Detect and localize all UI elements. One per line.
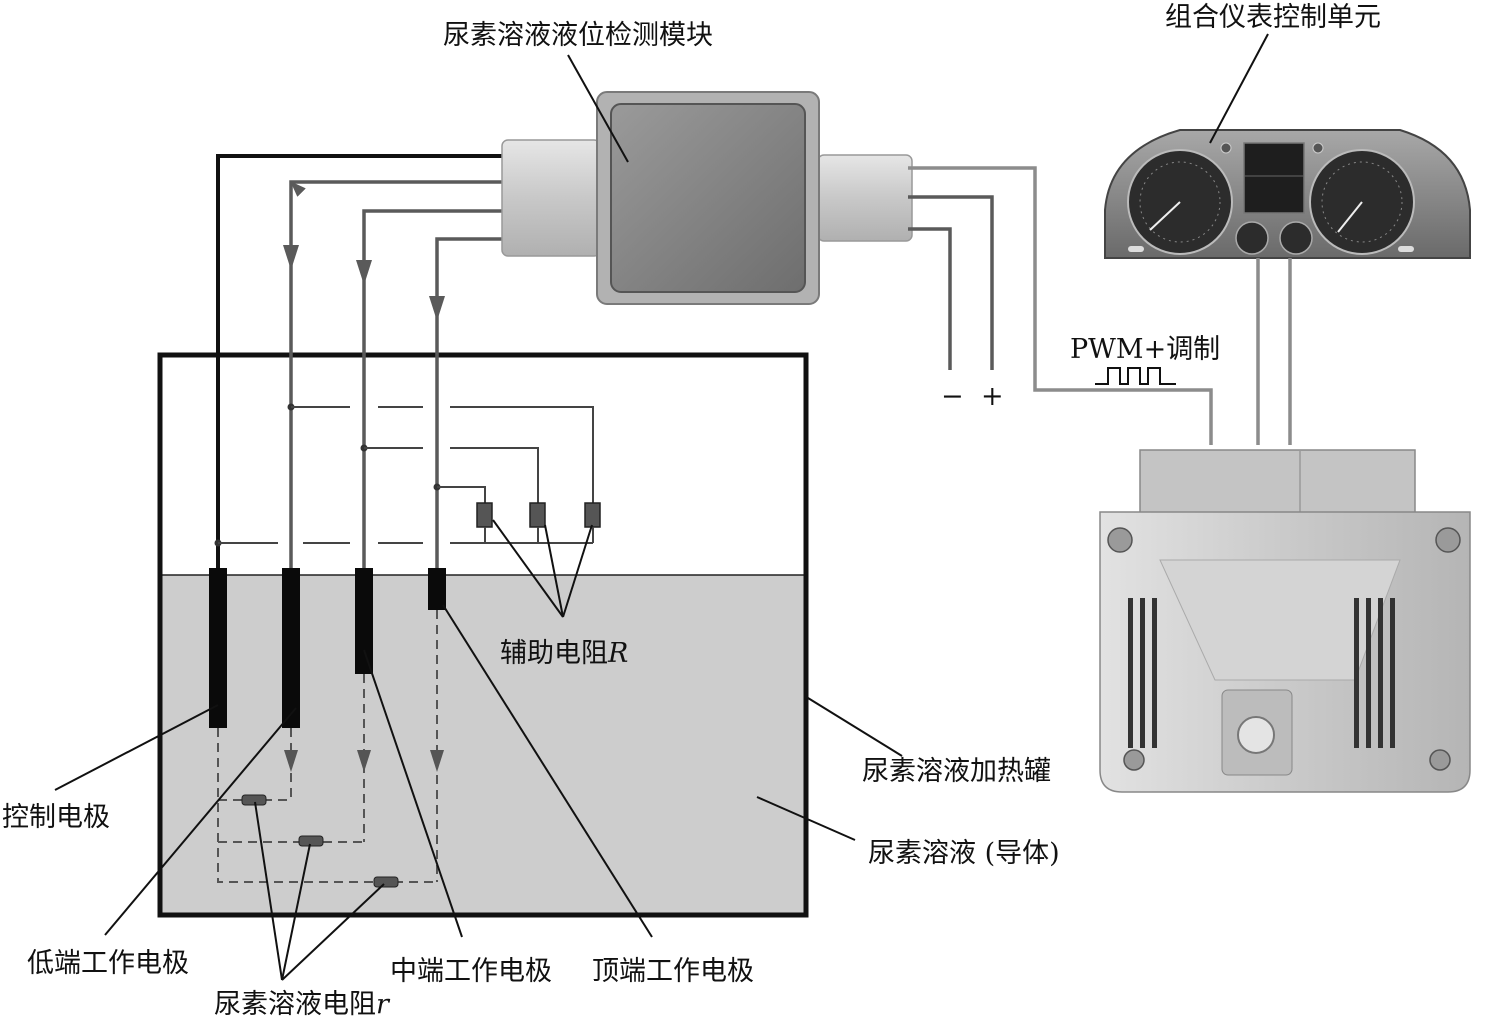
low-electrode-label: 低端工作电极 [27,948,189,979]
mid-wire-arrow [356,260,372,285]
module-label: 尿素溶液液位检测模块 [443,20,713,51]
low-electrode-wire [289,180,505,568]
electrodes [209,568,446,728]
center-display [1243,142,1305,214]
pwm-waveform [1095,367,1176,385]
aux-resistor [584,502,601,528]
aux-resistor-label: 辅助电阻R [500,638,628,669]
small-gauge-right [1279,221,1313,255]
urea-solution-liquid [160,575,806,915]
leader-lines [54,33,1269,981]
module-face [610,103,806,293]
tank-wall [157,352,809,918]
aux-resistor [476,502,493,528]
ecu-cooling-fins-left [1128,598,1157,748]
control-electrode [209,568,227,728]
top-electrode [428,568,446,610]
aux-resistor [529,502,546,528]
aux-resistor-network [214,403,601,547]
module-left-connector [501,139,601,257]
low-wire-arrow [283,245,299,270]
top-electrode-label: 顶端工作电极 [592,956,754,987]
small-gauge-left [1235,221,1269,255]
minus-label: − [941,381,964,412]
control-electrode-label: 控制电极 [2,802,110,833]
solution-resistor [298,835,324,847]
pwm-signal-wire [908,166,1213,445]
pwm-label: PWM+调制 [1070,334,1220,365]
labels: 尿素溶液液位检测模块 组合仪表控制单元 PWM+调制 − + 辅助电阻R 尿素溶… [2,2,1381,1020]
solution-resistor [241,794,267,806]
cluster-label: 组合仪表控制单元 [1165,2,1381,33]
module-output-wiring [908,166,1213,445]
solution-resistor-label: 尿素溶液电阻r [214,989,391,1020]
ecu-port [1237,716,1275,754]
ecu-connector-top [1139,449,1416,521]
heating-tank [157,352,809,918]
ecu-unit [1099,449,1471,793]
top-wire-arrow [429,296,445,321]
solution-label: 尿素溶液 (导体) [868,838,1060,869]
top-electrode-wire [435,237,505,568]
negative-supply-wire [908,227,952,370]
plus-label: + [981,381,1004,412]
module-electrode-wiring [216,154,505,568]
control-electrode-wire [216,154,505,568]
solution-resistor [373,876,399,888]
mid-electrode [355,568,373,674]
module-right-connector [817,154,913,242]
ecu-cooling-fins-right [1354,598,1395,748]
tank-label: 尿素溶液加热罐 [862,756,1051,787]
low-electrode [282,568,300,728]
mid-electrode-label: 中端工作电极 [390,956,552,987]
positive-supply-wire [908,195,994,370]
instrument-cluster [1104,129,1471,259]
level-detection-module [501,91,913,305]
cluster-ecu-wiring [1256,258,1292,445]
solution-current-paths [217,610,444,888]
